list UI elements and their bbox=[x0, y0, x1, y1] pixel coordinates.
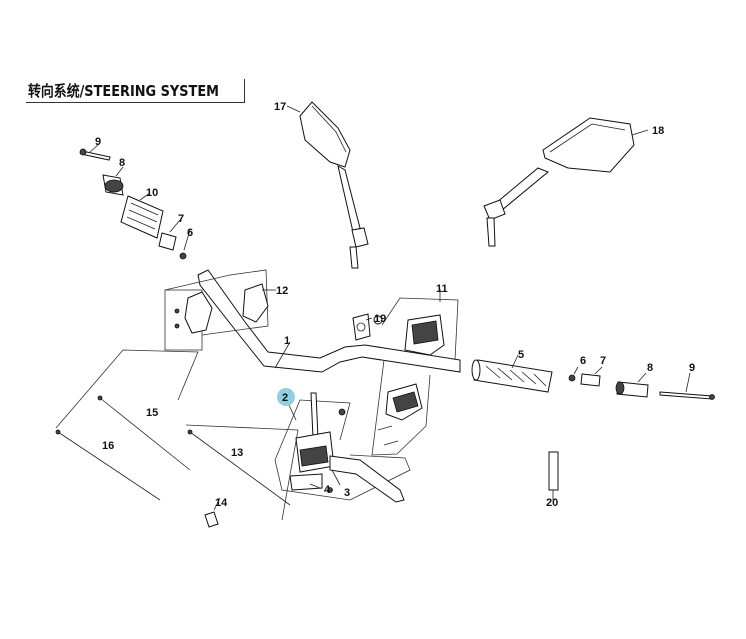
bracket bbox=[352, 313, 383, 341]
callout-11: 11 bbox=[436, 283, 448, 295]
callout-13: 13 bbox=[231, 447, 243, 459]
right-end-parts bbox=[568, 373, 715, 400]
callout-14: 14 bbox=[215, 497, 228, 509]
callout-9-right: 9 bbox=[689, 362, 695, 374]
callout-4: 4 bbox=[324, 484, 331, 496]
part-14-connector bbox=[204, 511, 219, 528]
callout-8-left: 8 bbox=[119, 157, 125, 169]
lower-switch-box bbox=[371, 359, 431, 456]
callout-1: 1 bbox=[284, 335, 290, 347]
cable-box bbox=[55, 349, 199, 429]
callout-18: 18 bbox=[652, 125, 664, 137]
right-switch-box bbox=[381, 297, 459, 361]
part-20-pin bbox=[548, 451, 559, 491]
clamp-group-outline bbox=[164, 269, 269, 336]
callout-12: 12 bbox=[276, 285, 288, 297]
leader-lines bbox=[89, 105, 691, 511]
callout-3: 3 bbox=[344, 487, 350, 499]
left-grip-parts bbox=[79, 148, 187, 260]
right-mirror bbox=[483, 117, 635, 247]
callout-7-left: 7 bbox=[178, 213, 184, 225]
callout-5: 5 bbox=[518, 349, 524, 361]
cable-box-right bbox=[185, 424, 299, 521]
diagram-title: 转向系统/STEERING SYSTEM bbox=[28, 82, 220, 100]
callout-16: 16 bbox=[102, 440, 114, 452]
callout-6-right: 6 bbox=[580, 355, 586, 367]
left-mirror bbox=[299, 101, 369, 269]
callout-20: 20 bbox=[546, 497, 558, 509]
callout-15: 15 bbox=[146, 407, 158, 419]
handlebar-clamps bbox=[174, 283, 269, 334]
callout-19: 19 bbox=[374, 313, 386, 325]
callout-17: 17 bbox=[274, 101, 286, 113]
callout-8-right: 8 bbox=[647, 362, 653, 374]
cables bbox=[55, 395, 291, 506]
callout-9-left: 9 bbox=[95, 136, 101, 148]
right-switch-housing bbox=[377, 314, 445, 446]
callout-2: 2 bbox=[282, 392, 288, 404]
handlebar bbox=[197, 269, 461, 373]
callout-6-left: 6 bbox=[187, 227, 193, 239]
callout-7-right: 7 bbox=[600, 355, 606, 367]
diagram-title-box: 转向系统/STEERING SYSTEM bbox=[26, 79, 245, 103]
callout-10: 10 bbox=[146, 187, 158, 199]
right-grip bbox=[471, 359, 553, 393]
highlight-circle bbox=[277, 388, 295, 406]
lever-assembly-box bbox=[274, 399, 351, 461]
